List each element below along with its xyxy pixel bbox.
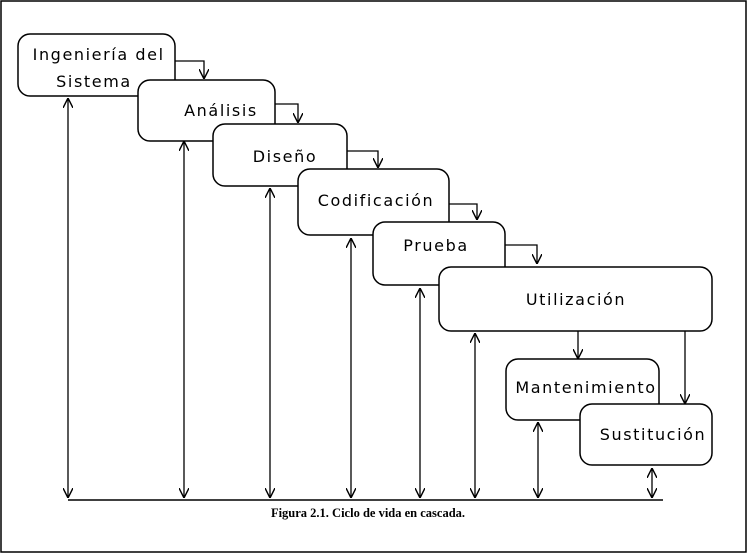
- step-connectors: [175, 60, 685, 404]
- stage-label: Sustitución: [600, 425, 707, 444]
- feedback-arrows: [68, 98, 652, 498]
- stage-label-line2: Sistema: [56, 72, 132, 91]
- stage-box: [17, 33, 176, 97]
- figure-caption: Figura 2.1. Ciclo de vida en cascada.: [271, 506, 465, 520]
- stage-label: Prueba: [403, 236, 469, 255]
- stage-utilizacion: Utilización: [438, 266, 713, 332]
- stage-box: [579, 403, 713, 466]
- stage-label-line1: Ingeniería del: [33, 45, 165, 64]
- connector-codificacion-prueba: [449, 203, 477, 220]
- connector-analisis-diseno: [275, 103, 298, 123]
- stage-codificacion: Codificación: [297, 168, 450, 236]
- connector-prueba-utilizacion: [505, 244, 537, 264]
- stage-label: Análisis: [184, 101, 258, 120]
- stage-label: Mantenimiento: [515, 378, 656, 397]
- stage-sustitucion: Sustitución: [579, 403, 713, 466]
- connector-ingenieria-analisis: [175, 60, 204, 79]
- stage-ingenieria: Ingeniería del Sistema: [17, 33, 176, 97]
- stage-label: Diseño: [253, 147, 317, 166]
- stage-box: [438, 266, 713, 332]
- connector-diseno-codificacion: [347, 150, 378, 168]
- stage-label: Codificación: [318, 191, 435, 210]
- stage-label: Utilización: [526, 290, 626, 309]
- svg-text:Ingeniería del Sistema: Ingeniería del Sistema: [33, 45, 172, 91]
